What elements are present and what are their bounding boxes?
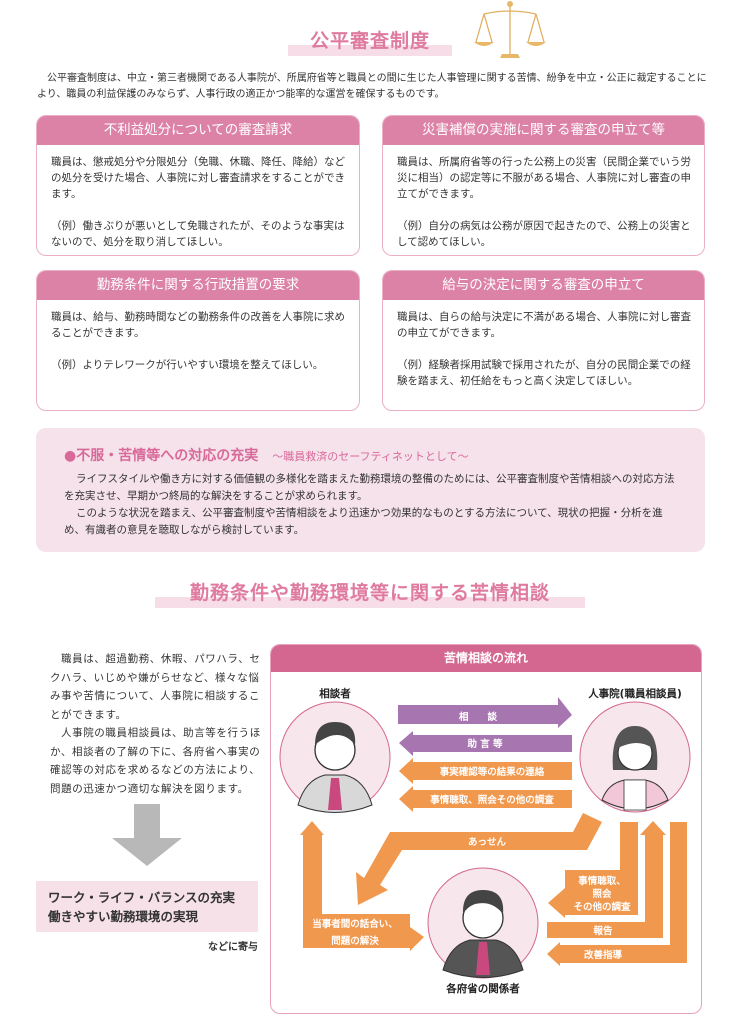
- diagram-title: 苦情相談の流れ: [271, 645, 701, 672]
- npa-label: 人事院(職員相談員): [588, 687, 682, 700]
- contribution-note: などに寄与: [208, 942, 258, 953]
- enhancement-heading: ●不服・苦情等への対応の充実: [64, 448, 259, 464]
- enhancement-box: ●不服・苦情等への対応の充実 ～職員救済のセーフティネットとして～ ライフスタイル…: [36, 428, 705, 552]
- guidance-label: 改善指導: [584, 949, 623, 961]
- consult-label: 相 談: [459, 711, 498, 723]
- section-title-fair-review: 公平審査制度: [309, 30, 430, 52]
- enhancement-paragraph: このような状況を踏まえ、公平審査制度や苦情相談をより迅速かつ効果的なものとする方…: [64, 507, 663, 536]
- settlement-label: 当事者間の話合い、: [312, 918, 398, 930]
- description-paragraph: 職員は、超過勤務、休暇、パワハラ、セクハラ、いじめや嫌がらせなど、様々な悩み事や…: [50, 653, 261, 721]
- enhancement-paragraph: ライフスタイルや働き方に対する価値観の多様化を踏まえた勤務環境の整備のためには、…: [64, 473, 675, 502]
- result-box: ワーク・ライフ・バランスの充実 働きやすい勤務環境の実現: [36, 881, 258, 932]
- card-example: （例）働きぶりが悪いとして免職されたが、そのような事実はないので、処分を取り消し…: [51, 220, 345, 248]
- card-working-conditions: 勤務条件に関する行政措置の要求 職員は、給与、勤務時間などの勤務条件の改善を人事…: [36, 270, 360, 411]
- ministry-inquiry-label: 事情聴取、: [578, 875, 626, 887]
- settlement-label: 問題の解決: [331, 935, 379, 947]
- consult-arrow: [398, 697, 572, 728]
- card-body: 職員は、所属府省等の行った公務上の災害（民間企業でいう労災に相当）の認定等に不服…: [397, 156, 691, 200]
- settlement-arrow: [300, 821, 424, 951]
- advice-arrow: [399, 731, 572, 756]
- ministry-inquiry-arrow: [548, 822, 638, 918]
- guidance-arrow: [547, 822, 687, 966]
- advice-label: 助 言 等: [467, 738, 503, 750]
- description-paragraph: 人事院の職員相談員は、助言等を行うほか、相談者の了解の下に、各府省へ事実の確認等…: [50, 727, 261, 795]
- down-arrow-icon: [112, 804, 182, 866]
- card-salary-decision: 給与の決定に関する審査の申立て 職員は、自らの給与決定に不満がある場合、人事院に…: [382, 270, 705, 411]
- report-label: 報告: [593, 925, 613, 937]
- inquiry-label: 事情聴取、照会その他の調査: [430, 794, 554, 806]
- consultant-avatar: [279, 701, 391, 813]
- card-body: 職員は、自らの給与決定に不満がある場合、人事院に対し審査の申立てができます。: [397, 311, 691, 339]
- intro-text: 公平審査制度は、中立・第三者機関である人事院が、所属府省等と職員との間に生じた人…: [37, 73, 707, 100]
- scales-icon: [474, 1, 546, 58]
- ministry-inquiry-label: その他の調査: [573, 901, 631, 913]
- title-highlight: [288, 45, 452, 56]
- npa-counselor-avatar: [579, 701, 691, 813]
- card-title: 給与の決定に関する審査の申立て: [383, 271, 704, 300]
- result-contact-arrow: [399, 758, 572, 784]
- ministry-label: 各府省の関係者: [445, 982, 520, 995]
- complaint-flow-diagram: 苦情相談の流れ: [270, 644, 702, 1014]
- card-accident-compensation: 災害補償の実施に関する審査の申立て等 職員は、所属府省等の行った公務上の災害（民…: [382, 115, 705, 256]
- card-example: （例）自分の病気は公務が原因で起きたので、公務上の災害として認めてほしい。: [397, 220, 691, 248]
- mediation-label: あっせん: [468, 836, 507, 848]
- ministry-official-avatar: [427, 867, 539, 979]
- result-contact-label: 事実確認等の結果の連絡: [440, 766, 545, 778]
- section-title-complaints: 勤務条件や勤務環境等に関する苦情相談: [189, 582, 550, 604]
- title-highlight: [155, 597, 585, 608]
- ministry-inquiry-label: 照会: [592, 888, 612, 900]
- card-body: 職員は、懲戒処分や分限処分（免職、休職、降任、降給）などの処分を受けた場合、人事…: [51, 156, 345, 200]
- mediation-arrow: [356, 813, 602, 905]
- result-line: 働きやすい勤務環境の実現: [48, 909, 199, 924]
- card-example: （例）経験者採用試験で採用されたが、自分の民間企業での経験を踏まえ、初任給をもっ…: [397, 359, 691, 387]
- inquiry-arrow: [399, 786, 572, 812]
- card-example: （例）よりテレワークが行いやすい環境を整えてほしい。: [51, 359, 324, 371]
- card-body: 職員は、給与、勤務時間などの勤務条件の改善を人事院に求めることができます。: [51, 311, 345, 339]
- card-adverse-action: 不利益処分についての審査請求 職員は、懲戒処分や分限処分（免職、休職、降任、降給…: [36, 115, 360, 256]
- card-title: 不利益処分についての審査請求: [37, 116, 359, 145]
- flow-graphic: 相談者 人事院(職員相談員) 各府省の関係者 相 談 助 言 等 事実確認等の結…: [279, 687, 691, 995]
- complaint-description: 職員は、超過勤務、休暇、パワハラ、セクハラ、いじめや嫌がらせなど、様々な悩み事や…: [50, 650, 262, 798]
- result-line: ワーク・ライフ・バランスの充実: [48, 890, 236, 905]
- card-title: 災害補償の実施に関する審査の申立て等: [383, 116, 704, 145]
- report-arrow: [547, 821, 666, 938]
- card-title: 勤務条件に関する行政措置の要求: [37, 271, 359, 300]
- consultant-label: 相談者: [319, 687, 351, 700]
- enhancement-subheading: ～職員救済のセーフティネットとして～: [272, 450, 469, 463]
